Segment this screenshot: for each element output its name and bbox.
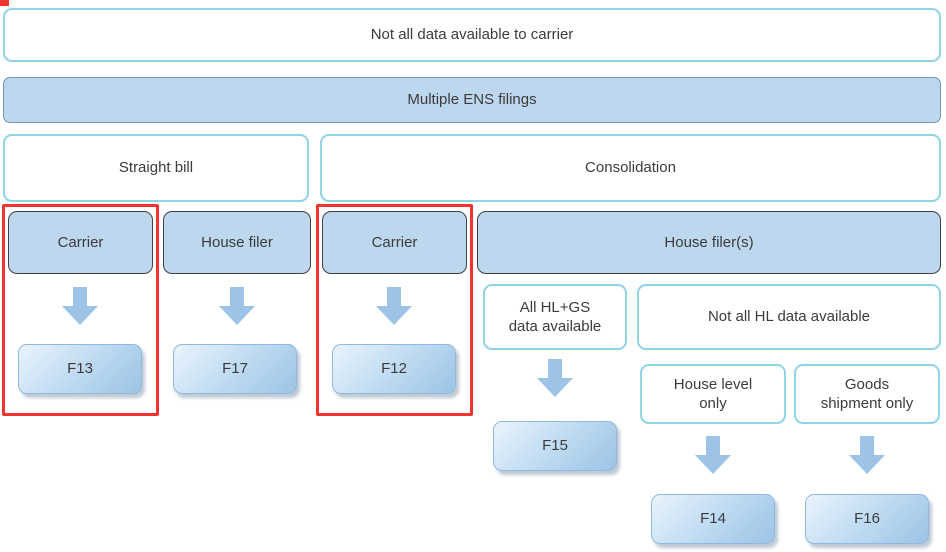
not-all-hl-condition-box: Not all HL data available: [637, 284, 941, 350]
down-arrow-icon: [219, 287, 255, 325]
down-arrow-icon: [695, 436, 731, 474]
f15-filing-box: F15: [493, 421, 617, 471]
down-arrow-icon: [537, 359, 573, 397]
carrier-straight-box: Carrier: [8, 211, 153, 274]
down-arrow-icon: [376, 287, 412, 325]
red-crop-mark: [0, 0, 9, 6]
f12-filing-box: F12: [332, 344, 456, 394]
down-arrow-icon: [849, 436, 885, 474]
house-filer-box: House filer: [163, 211, 311, 274]
multiple-ens-filings-box: Multiple ENS filings: [3, 77, 941, 123]
down-arrow-icon: [62, 287, 98, 325]
consolidation-box: Consolidation: [320, 134, 941, 202]
carrier-consolidation-box: Carrier: [322, 211, 467, 274]
f13-filing-box: F13: [18, 344, 142, 394]
f16-filing-box: F16: [805, 494, 929, 544]
house-filers-box: House filer(s): [477, 211, 941, 274]
f14-filing-box: F14: [651, 494, 775, 544]
f17-filing-box: F17: [173, 344, 297, 394]
straight-bill-box: Straight bill: [3, 134, 309, 202]
goods-shipment-only-box: Goods shipment only: [794, 364, 940, 424]
house-level-only-box: House level only: [640, 364, 786, 424]
all-hlgs-condition-box: All HL+GS data available: [483, 284, 627, 350]
root-condition-box: Not all data available to carrier: [3, 8, 941, 62]
